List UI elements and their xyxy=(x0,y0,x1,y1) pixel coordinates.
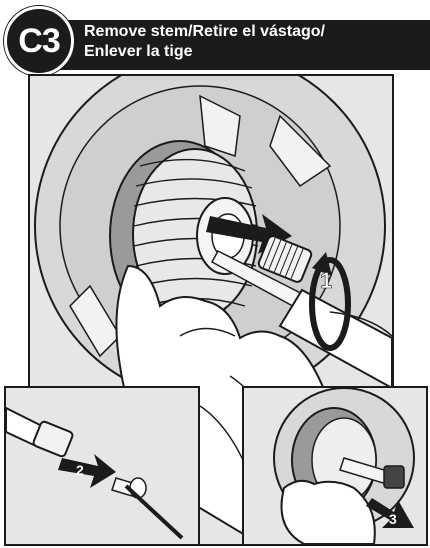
inset-left-svg: 2 xyxy=(6,388,198,544)
step-title: Remove stem/Retire el vástago/ Enlever l… xyxy=(84,22,424,62)
callout-2: 2 xyxy=(76,462,84,478)
inset-right: 3 xyxy=(242,386,428,546)
inset-left: 2 xyxy=(4,386,200,546)
step-badge: C3 xyxy=(4,6,74,76)
callout-1: 1 xyxy=(320,268,332,293)
callout-3: 3 xyxy=(389,511,397,527)
step-header: C3 Remove stem/Retire el vástago/ Enleve… xyxy=(0,0,430,78)
title-line-2: Enlever la tige xyxy=(84,42,424,62)
step-badge-label: C3 xyxy=(18,22,59,61)
title-line-1: Remove stem/Retire el vástago/ xyxy=(84,22,424,42)
inset-right-svg: 3 xyxy=(244,388,426,544)
